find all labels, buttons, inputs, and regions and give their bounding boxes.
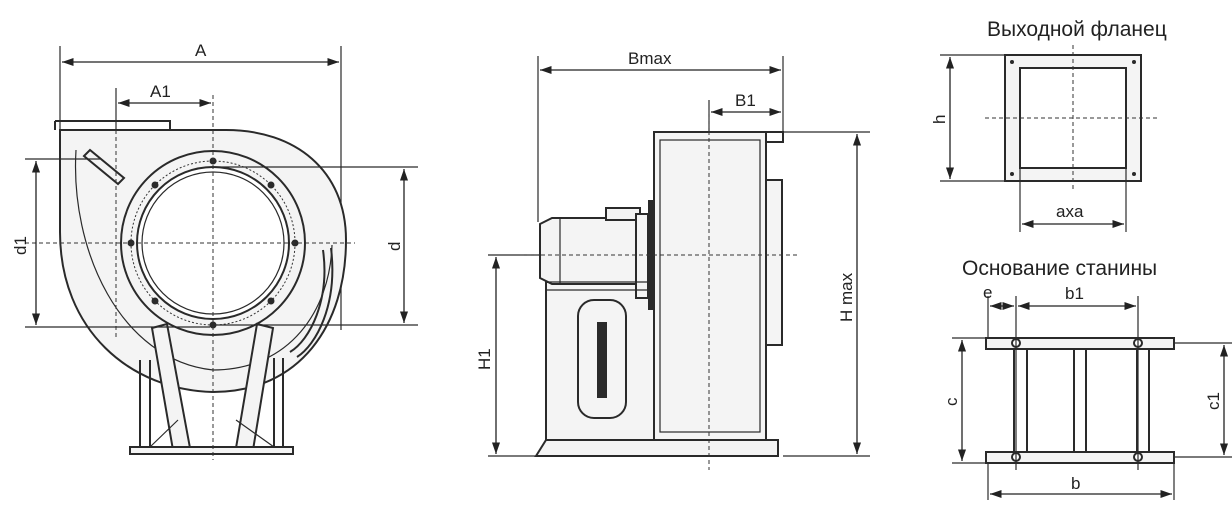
outlet-flange-side (765, 179, 783, 346)
side-view: Bmax B1 H1 H max (475, 49, 870, 470)
dim-label-H1: H1 (475, 348, 494, 370)
dim-label-d: d (385, 242, 404, 251)
front-base-plate (129, 446, 294, 455)
frame-bolt-holes (1011, 338, 1143, 462)
frame-base-view: Основание станины e b1 c (942, 257, 1232, 500)
dim-label-e: e (983, 283, 992, 302)
dim-label-h: h (930, 115, 949, 124)
motor-body (539, 217, 641, 285)
dim-label-d1: d1 (11, 236, 30, 255)
side-casing (653, 131, 767, 441)
frame-base-title: Основание станины (962, 257, 1157, 280)
dim-label-b1: b1 (1065, 284, 1084, 303)
dim-label-Hmax: H max (837, 272, 856, 322)
outlet-flange-title: Выходной фланец (987, 18, 1167, 41)
dim-label-A: A (195, 41, 207, 60)
dim-label-B1: B1 (735, 91, 756, 110)
front-view: A A1 d1 d (11, 41, 418, 460)
dim-label-b: b (1071, 474, 1080, 493)
dim-label-A1: A1 (150, 82, 171, 101)
dim-label-c: c (942, 397, 961, 406)
dim-label-c1: c1 (1204, 392, 1223, 410)
dim-label-Bmax: Bmax (628, 49, 672, 68)
side-base-plate (534, 439, 779, 457)
dim-label-axa: axa (1056, 202, 1084, 221)
outlet-flange-view: Выходной фланец h axa (930, 18, 1167, 232)
